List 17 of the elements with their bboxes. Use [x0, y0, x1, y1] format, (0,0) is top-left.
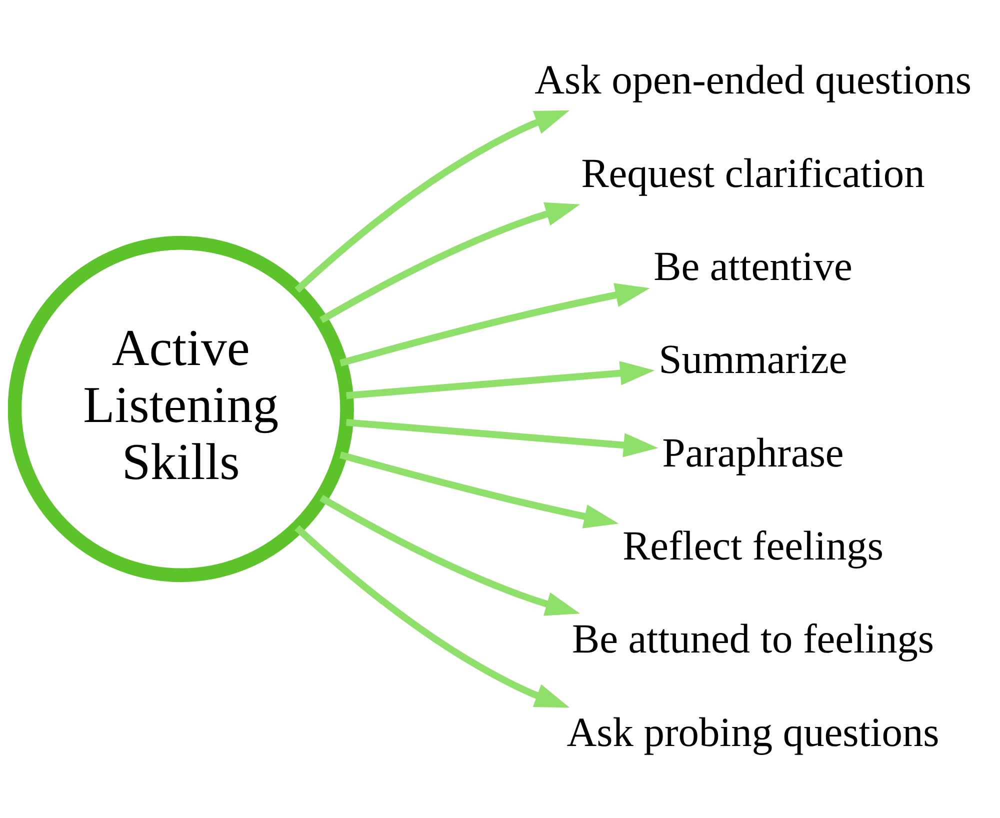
arrow: [339, 452, 619, 528]
node-text: Be attuned to feelings: [572, 616, 934, 662]
arrow: [294, 110, 570, 293]
node-text: Reflect feelings: [622, 522, 884, 568]
node-text: Be attentive: [654, 242, 852, 289]
node-text: Paraphrase: [662, 429, 844, 476]
arrow: [346, 361, 655, 400]
arrow: [294, 525, 570, 708]
arrow: [320, 202, 580, 324]
node-text: Request clarification: [581, 150, 925, 196]
node-text: Ask open-ended questions: [534, 56, 972, 103]
arrow: [346, 418, 658, 458]
arrow: [320, 494, 580, 616]
arrow: [339, 283, 650, 366]
node-text: Summarize: [658, 336, 848, 382]
node-text: Ask probing questions: [566, 708, 940, 755]
node-circle: Active Listening Skills: [8, 236, 354, 582]
